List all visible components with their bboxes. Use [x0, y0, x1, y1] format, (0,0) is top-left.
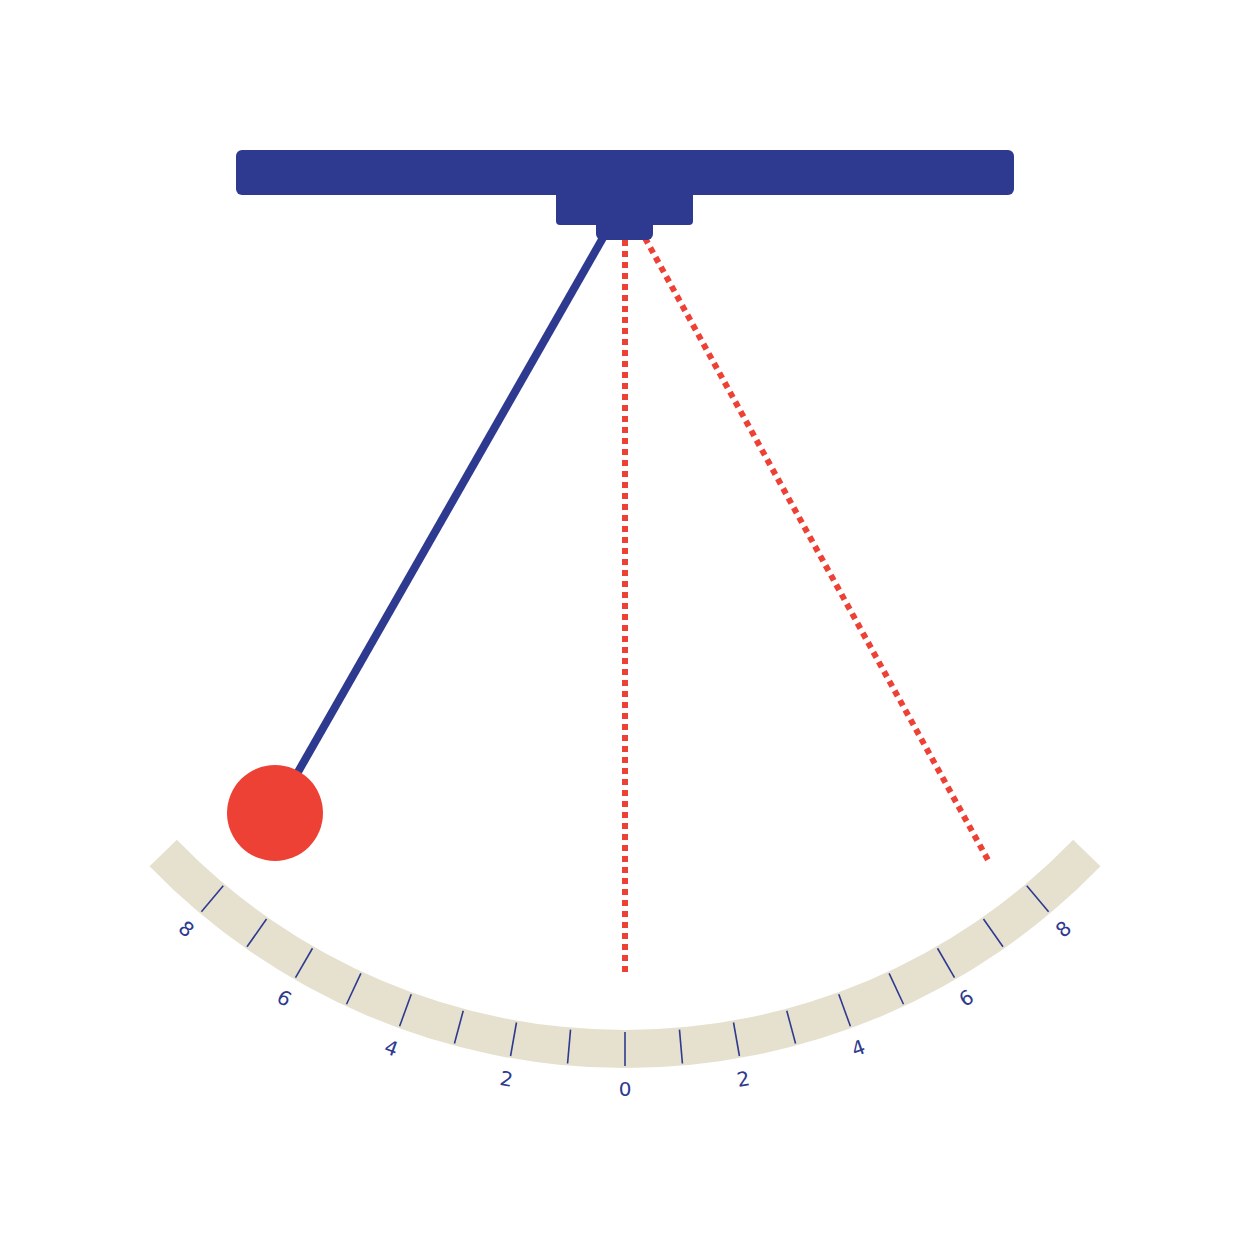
- scale-number: 8: [1052, 918, 1075, 942]
- scale-tick: [983, 919, 1003, 947]
- scale-band: [150, 840, 1101, 1068]
- scale-number: 2: [499, 1068, 515, 1090]
- scale-tick: [624, 1032, 626, 1066]
- scale-tick: [454, 1011, 463, 1044]
- scale-number: 4: [382, 1036, 401, 1059]
- scale-tick: [889, 973, 903, 1004]
- scale-tick: [296, 948, 313, 977]
- scale-number: 2: [735, 1068, 751, 1090]
- scale-tick: [201, 886, 223, 912]
- scale-tick: [839, 994, 851, 1026]
- scale-tick: [568, 1030, 571, 1064]
- scale-tick: [679, 1030, 682, 1064]
- scale-number: 8: [175, 918, 198, 942]
- scale-tick: [1027, 886, 1049, 912]
- scale-tick: [346, 973, 360, 1004]
- scale-tick: [787, 1011, 796, 1044]
- rest-position-line: [622, 240, 628, 972]
- scale-number: 4: [849, 1036, 868, 1059]
- scale-tick: [511, 1023, 517, 1056]
- pivot: [596, 218, 653, 240]
- scale-tick: [247, 919, 267, 947]
- swing-extreme-line: [645, 238, 988, 860]
- scale-number: 0: [619, 1079, 632, 1099]
- scale-tick: [734, 1023, 740, 1056]
- scale-number: 6: [273, 986, 294, 1010]
- scale-number: 6: [955, 986, 976, 1010]
- scale-tick: [400, 994, 412, 1026]
- pendulum-rod: [282, 236, 604, 800]
- scale-tick: [938, 948, 955, 977]
- pendulum-bob: [227, 765, 323, 861]
